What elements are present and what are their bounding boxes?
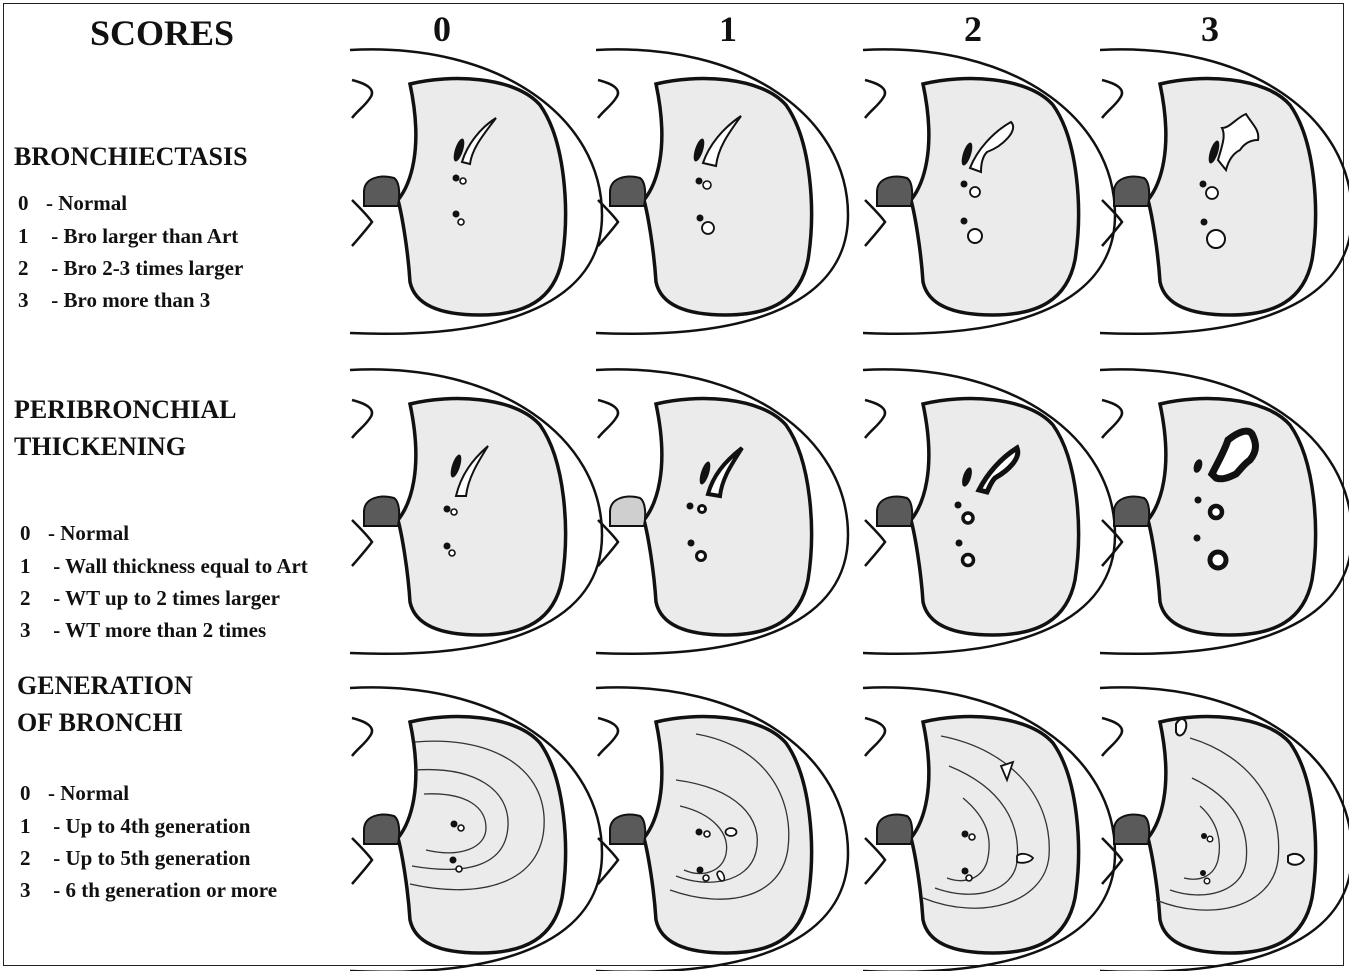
generation-score-0-panel xyxy=(350,687,602,971)
peribronchial-score-1-panel xyxy=(596,369,848,653)
peribronchial-score-3-panel xyxy=(1100,369,1349,653)
peribronchial-score-0-panel xyxy=(350,369,602,653)
bronchiectasis-score-2-panel xyxy=(863,49,1115,333)
bronchiectasis-score-1-panel xyxy=(596,49,848,333)
bronchiectasis-score-0-panel xyxy=(350,49,602,333)
generation-score-2-panel xyxy=(863,687,1115,971)
generation-score-3-panel xyxy=(1100,687,1349,971)
generation-score-1-panel xyxy=(596,687,848,971)
bronchiectasis-score-3-panel xyxy=(1100,49,1349,333)
peribronchial-score-2-panel xyxy=(863,369,1115,653)
